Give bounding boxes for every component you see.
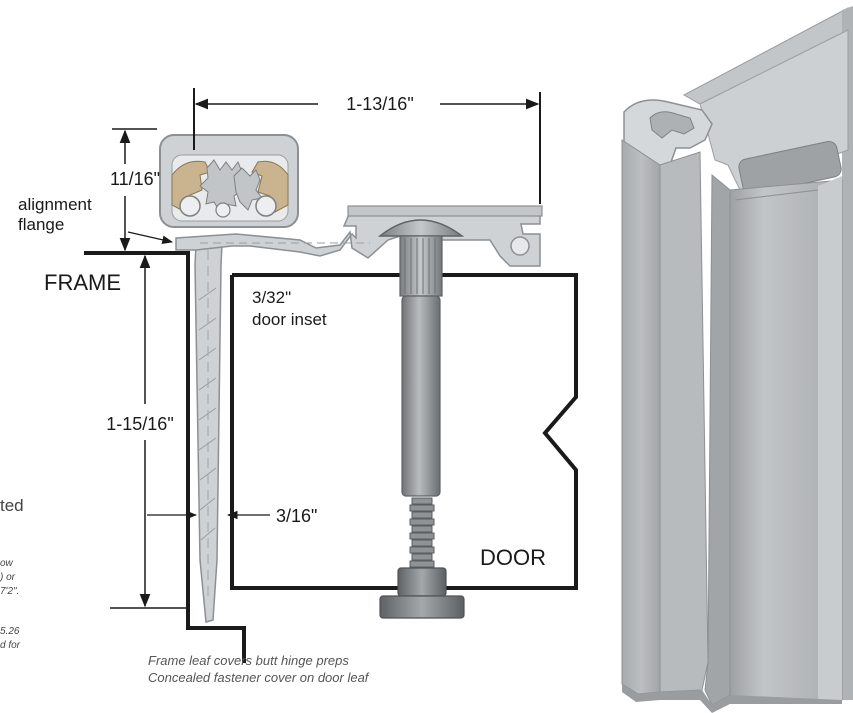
- door-inset-line-2: door inset: [252, 310, 327, 329]
- side-text-line-1: ow: [0, 558, 14, 569]
- frame-label: FRAME: [44, 270, 121, 295]
- side-text-line-5: d for: [0, 640, 21, 651]
- dimension-flange-height-label: 11/16": [110, 169, 160, 189]
- side-text-line-3: 7'2".: [0, 586, 19, 597]
- side-text-line-2: ) or: [0, 572, 16, 583]
- alignment-label-line-2: flange: [18, 215, 64, 234]
- alignment-flange-callout: alignment flange: [18, 195, 174, 245]
- hinge-3d-profile: [621, 6, 853, 713]
- door-label: DOOR: [480, 545, 546, 570]
- frame-leaf: [194, 243, 223, 623]
- alignment-label-line-1: alignment: [18, 195, 92, 214]
- side-text-block: ted ow ) or 7'2". 5.26 d for: [0, 496, 24, 651]
- side-heading-fragment: ted: [0, 496, 24, 515]
- frame-label-group: FRAME: [44, 270, 121, 295]
- caption-line-2: Concealed fastener cover on door leaf: [148, 670, 370, 685]
- dimension-frame-leaf-length: 1-15/16": [106, 254, 186, 609]
- door-label-group: DOOR: [480, 545, 546, 570]
- dimension-leaf-thickness-label: 3/16": [276, 506, 317, 526]
- dimension-top-width-label: 1-13/16": [346, 94, 413, 114]
- dimension-top-width: 1-13/16": [193, 88, 541, 204]
- frame-outline: [84, 251, 246, 663]
- door-outline: [230, 273, 578, 590]
- door-leaf: [175, 205, 543, 267]
- caption: Frame leaf covers butt hinge preps Conce…: [148, 653, 370, 685]
- door-inset-label-group: 3/32" door inset: [252, 288, 327, 329]
- hinge-knuckle: [159, 134, 299, 228]
- door-inset-line-1: 3/32": [252, 288, 291, 307]
- dimension-leaf-thickness: 3/16": [147, 506, 317, 526]
- side-text-line-4: 5.26: [0, 626, 20, 637]
- fastener-assembly: [377, 219, 465, 619]
- caption-line-1: Frame leaf covers butt hinge preps: [148, 653, 349, 668]
- dimension-frame-leaf-length-label: 1-15/16": [106, 414, 173, 434]
- dimension-flange-height: 11/16": [110, 128, 160, 252]
